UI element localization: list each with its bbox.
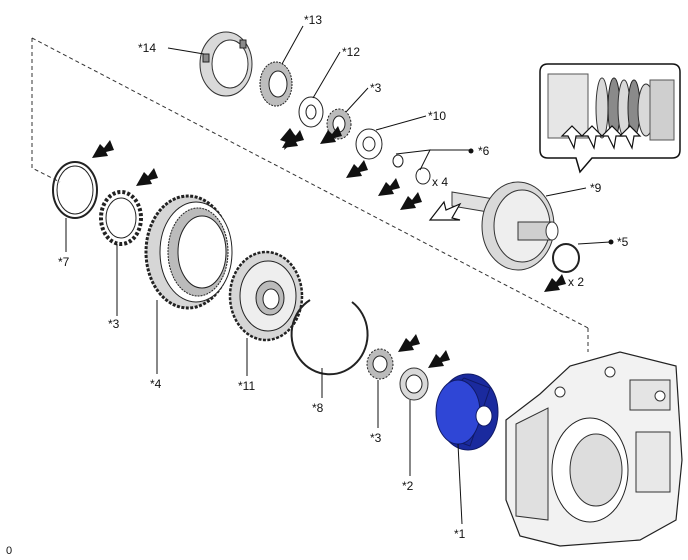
label-2: *2	[402, 479, 414, 493]
label-1: *1	[454, 527, 466, 541]
label-9: *9	[590, 181, 602, 195]
black-arrow-icon	[92, 126, 566, 368]
part-5	[552, 243, 580, 273]
part-1-highlighted	[435, 373, 499, 451]
label-3-left: *3	[108, 317, 120, 331]
detail-inset	[539, 63, 681, 174]
part-4	[144, 194, 233, 310]
part-6	[392, 154, 431, 185]
white-arrow-icon	[428, 200, 462, 221]
label-x2: x 2	[568, 275, 584, 289]
white-arrow-icon	[560, 125, 642, 150]
label-6: *6	[478, 144, 490, 158]
label-5: *5	[617, 235, 629, 249]
label-3-lower: *3	[370, 431, 382, 445]
label-x4: x 4	[432, 175, 448, 189]
part-2	[399, 367, 429, 401]
label-14: *14	[138, 41, 156, 55]
labels: *14 *13 *12 *3 *10 *6 x 4 *9 *5 x 2 *7 *…	[6, 13, 629, 557]
dot-bullet-icon	[468, 148, 474, 154]
dot-bullet-icon	[608, 239, 614, 245]
part-10	[355, 128, 383, 160]
part-9	[428, 181, 559, 271]
part-13	[259, 61, 293, 107]
part-3-upper	[326, 108, 352, 140]
label-4: *4	[150, 377, 162, 391]
label-10: *10	[428, 109, 446, 123]
part-14	[199, 31, 253, 97]
transmission-case	[505, 351, 683, 547]
part-3-lower	[366, 348, 394, 380]
part-3-left	[99, 190, 143, 246]
label-11: *11	[238, 379, 255, 393]
part-7	[52, 161, 98, 219]
part-8	[290, 299, 369, 376]
dashed-guide	[31, 37, 589, 352]
label-8: *8	[312, 401, 324, 415]
figure-code: 0	[6, 545, 12, 557]
leader-lines	[65, 25, 611, 525]
part-11	[228, 250, 304, 342]
label-3-upper: *3	[370, 81, 382, 95]
label-7: *7	[58, 255, 70, 269]
part-12	[298, 96, 324, 128]
label-12: *12	[342, 45, 360, 59]
label-13: *13	[304, 13, 322, 27]
